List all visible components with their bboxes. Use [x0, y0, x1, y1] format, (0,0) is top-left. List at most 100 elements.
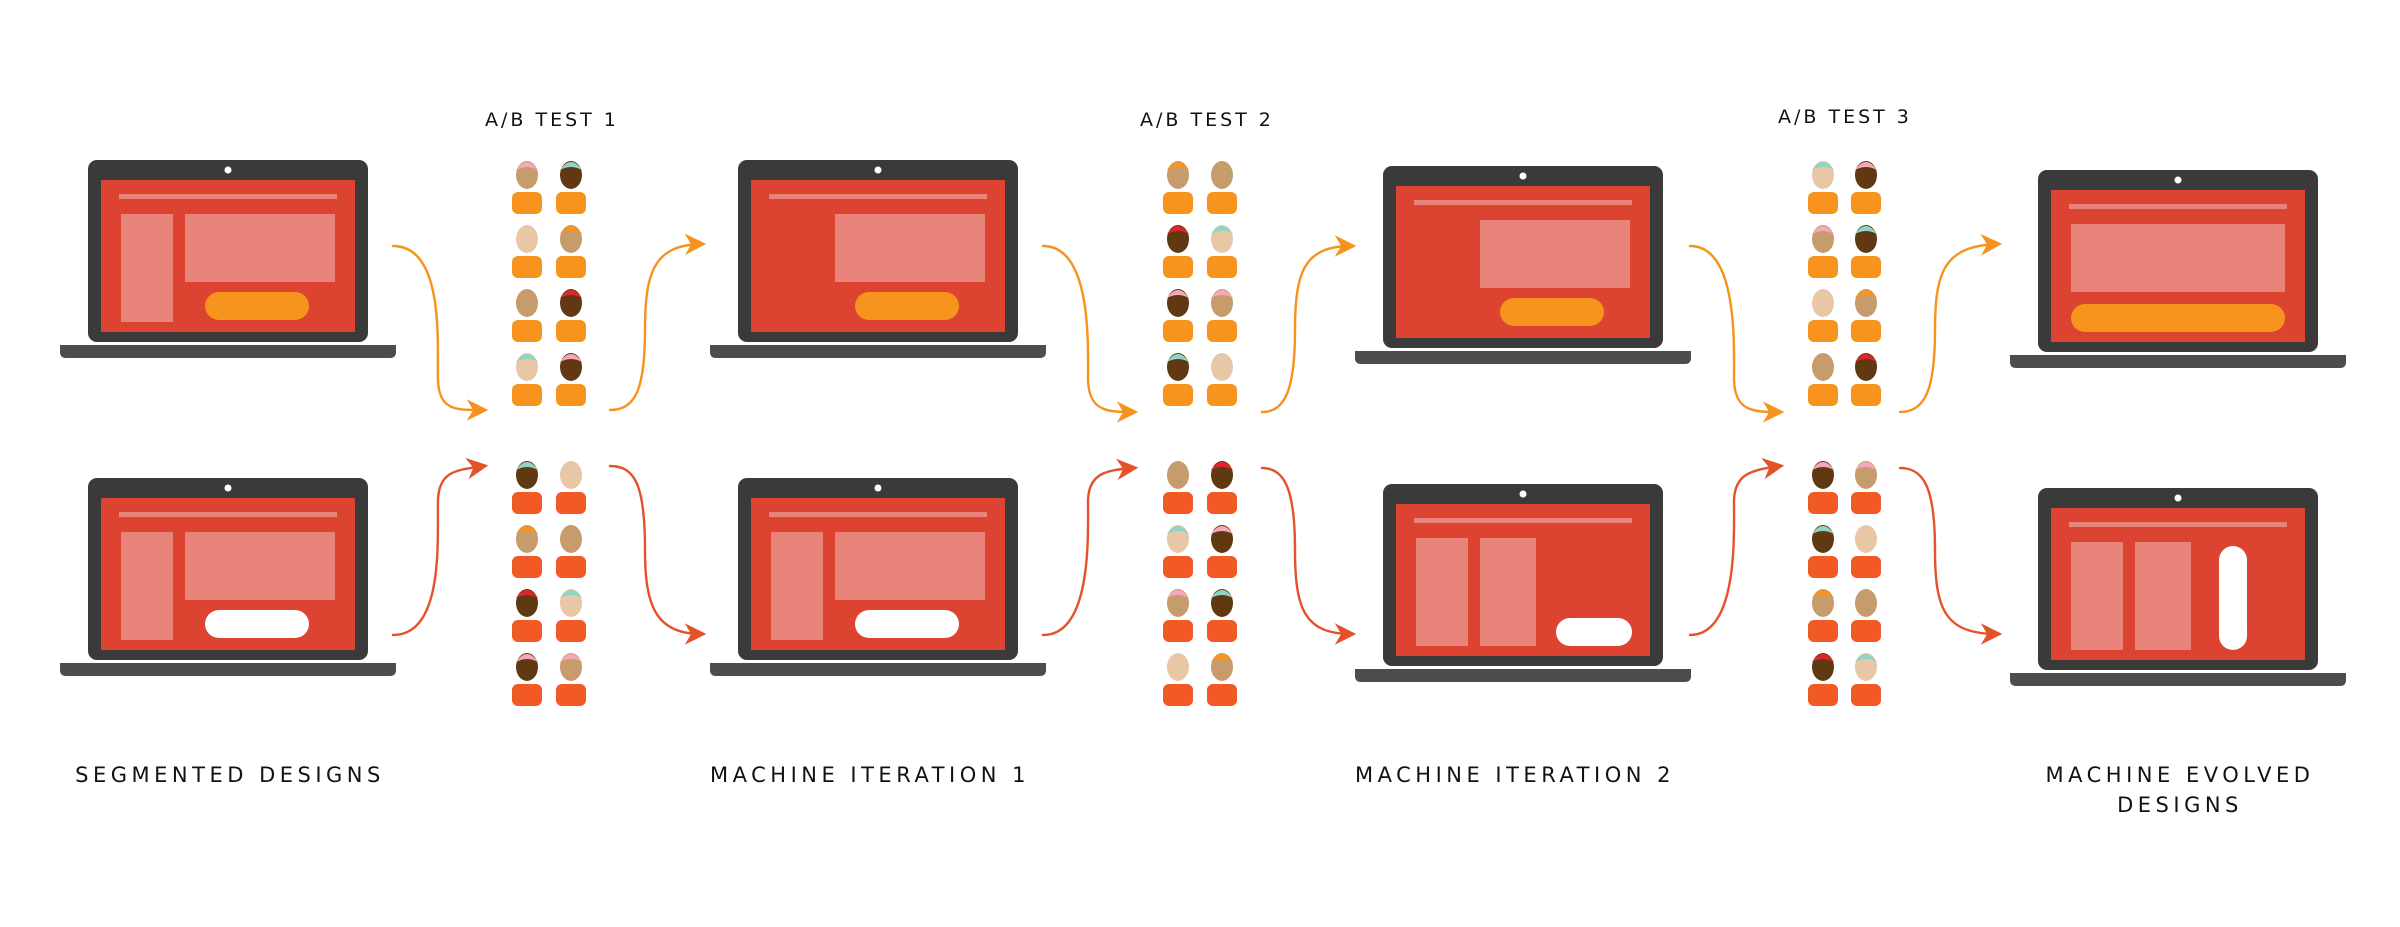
- person-icon: [1207, 353, 1237, 406]
- person-icon: [1851, 525, 1881, 578]
- flow-arrow: [1260, 466, 1357, 645]
- header-bar: [119, 512, 337, 517]
- person-head: [516, 525, 538, 553]
- person-head: [1167, 225, 1189, 253]
- person-icon: [556, 289, 586, 342]
- laptop-segmented-top: [60, 160, 396, 358]
- person-head: [1812, 525, 1834, 553]
- person-body: [1163, 320, 1193, 342]
- person-body: [1207, 620, 1237, 642]
- person-icon: [1207, 589, 1237, 642]
- person-head: [1211, 225, 1233, 253]
- person-body: [512, 620, 542, 642]
- flow-arrow: [608, 464, 707, 645]
- cta-button: [205, 610, 309, 638]
- person-icon: [1808, 461, 1838, 514]
- person-icon: [1163, 289, 1193, 342]
- laptop-evolved-top: [2010, 170, 2346, 368]
- person-body: [1207, 384, 1237, 406]
- person-head: [1167, 525, 1189, 553]
- laptop-base: [2010, 673, 2346, 686]
- laptop-iteration1-top: [710, 160, 1046, 358]
- person-icon: [512, 589, 542, 642]
- person-head: [560, 461, 582, 489]
- laptop-camera: [1519, 172, 1527, 180]
- person-icon: [1851, 289, 1881, 342]
- person-hair: [1211, 462, 1233, 470]
- ab-test-3-label: A/B TEST 3: [1778, 106, 1912, 128]
- person-icon: [1808, 225, 1838, 278]
- person-icon: [1207, 653, 1237, 706]
- person-hair: [560, 354, 582, 362]
- person-body: [1207, 556, 1237, 578]
- person-body: [556, 384, 586, 406]
- laptop-iteration2-top: [1355, 166, 1691, 364]
- person-body: [1163, 556, 1193, 578]
- laptop-camera: [874, 166, 882, 174]
- person-head: [1812, 289, 1834, 317]
- person-head: [560, 525, 582, 553]
- laptop-base: [60, 345, 396, 358]
- person-body: [1808, 492, 1838, 514]
- ab-test-1-label: A/B TEST 1: [485, 109, 619, 131]
- person-body: [1851, 620, 1881, 642]
- flow-arrow: [391, 457, 489, 637]
- person-head: [1812, 653, 1834, 681]
- image-panel: [835, 532, 985, 600]
- person-hair: [560, 654, 582, 662]
- person-body: [556, 256, 586, 278]
- person-head: [1211, 461, 1233, 489]
- stage-label-machine-evolved-designs: MACHINE EVOLVED DESIGNS: [2010, 760, 2350, 820]
- person-head: [1211, 161, 1233, 189]
- person-body: [556, 320, 586, 342]
- person-body: [1808, 556, 1838, 578]
- person-icon: [512, 461, 542, 514]
- ab-test-2-label: A/B TEST 2: [1140, 109, 1274, 131]
- header-bar: [769, 194, 987, 199]
- person-head: [1211, 525, 1233, 553]
- stage-label-machine-iteration-1: MACHINE ITERATION 1: [710, 763, 1030, 787]
- person-body: [1163, 256, 1193, 278]
- person-head: [1167, 161, 1189, 189]
- column-panel: [1416, 538, 1468, 646]
- person-body: [556, 492, 586, 514]
- laptop-base: [2010, 355, 2346, 368]
- person-hair: [1812, 590, 1834, 598]
- person-head: [516, 161, 538, 189]
- person-hair: [560, 226, 582, 234]
- header-bar: [119, 194, 337, 199]
- person-body: [1851, 384, 1881, 406]
- laptop-iteration2-bottom: [1355, 484, 1691, 682]
- person-icon: [1163, 653, 1193, 706]
- header-bar: [2069, 204, 2287, 209]
- laptop-base: [1355, 669, 1691, 682]
- person-icon: [512, 225, 542, 278]
- image-panel: [1480, 220, 1630, 288]
- person-hair: [1211, 290, 1233, 298]
- person-body: [1163, 492, 1193, 514]
- person-hair: [1211, 226, 1233, 234]
- person-hair: [516, 526, 538, 534]
- laptop-base: [710, 663, 1046, 676]
- person-body: [512, 320, 542, 342]
- person-hair: [1167, 590, 1189, 598]
- column-panel: [2135, 542, 2191, 650]
- person-head: [560, 353, 582, 381]
- person-body: [512, 556, 542, 578]
- person-head: [1812, 353, 1834, 381]
- person-body: [1163, 684, 1193, 706]
- person-hair: [1167, 354, 1189, 362]
- person-icon: [512, 289, 542, 342]
- person-head: [1855, 161, 1877, 189]
- person-icon: [1207, 225, 1237, 278]
- person-head: [1855, 461, 1877, 489]
- person-body: [1207, 192, 1237, 214]
- person-hair: [516, 162, 538, 170]
- person-head: [560, 161, 582, 189]
- person-icon: [1808, 353, 1838, 406]
- person-hair: [560, 162, 582, 170]
- audience-group-2: [1163, 161, 1237, 706]
- person-hair: [1855, 654, 1877, 662]
- person-head: [1211, 289, 1233, 317]
